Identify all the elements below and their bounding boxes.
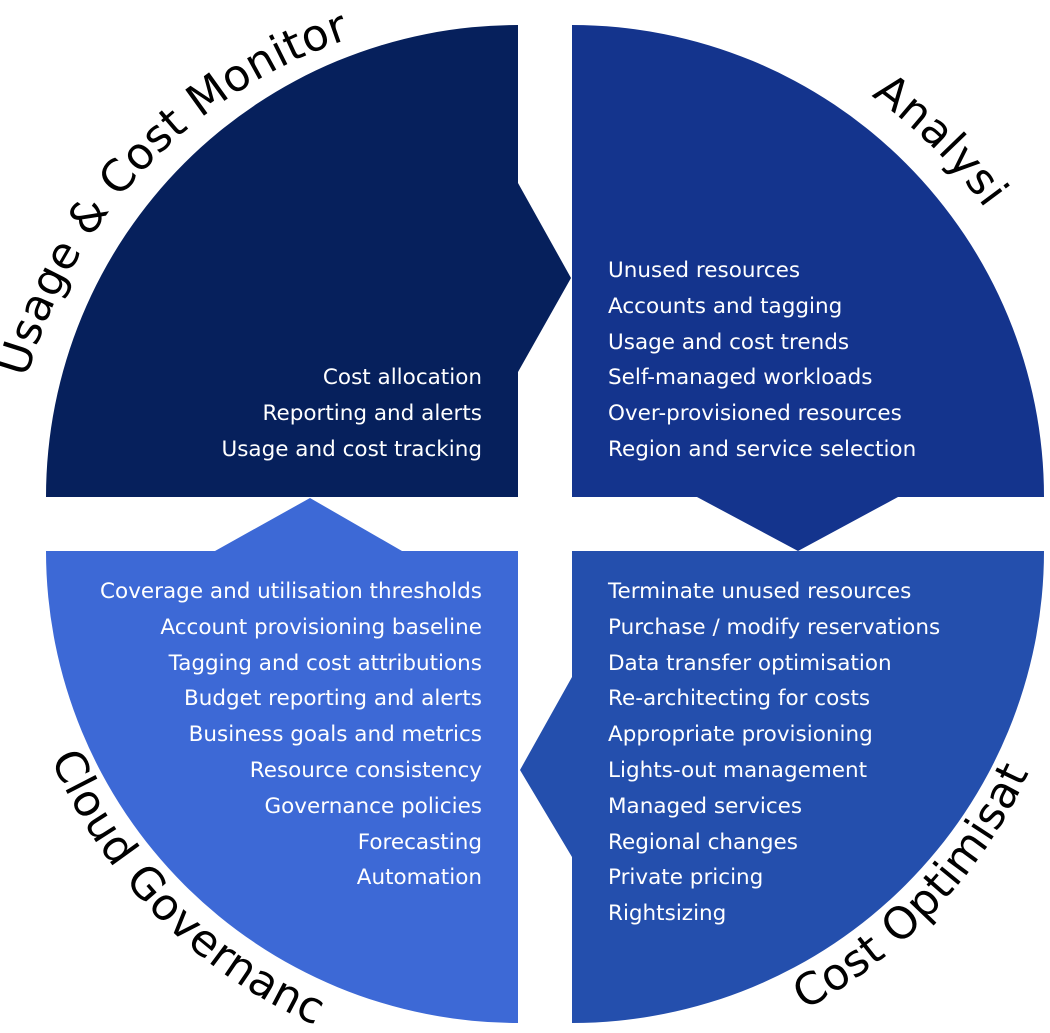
list-item: Regional changes bbox=[608, 829, 798, 855]
cost-optimisation-quadrant bbox=[520, 551, 1044, 1023]
list-item: Reporting and alerts bbox=[262, 400, 482, 426]
list-item: Governance policies bbox=[264, 793, 482, 819]
cloud-governance-items: Coverage and utilisation thresholds Acco… bbox=[100, 574, 482, 896]
list-item: Private pricing bbox=[608, 865, 764, 891]
analysis-quadrant bbox=[572, 25, 1044, 551]
list-item: Data transfer optimisation bbox=[608, 650, 892, 676]
list-item: Forecasting bbox=[357, 829, 482, 855]
analysis-items: Unused resources Accounts and tagging Us… bbox=[608, 253, 916, 468]
list-item: Self-managed workloads bbox=[608, 365, 873, 391]
list-item: Lights-out management bbox=[608, 757, 868, 783]
usage-cost-monitoring-items: Cost allocation Reporting and alerts Usa… bbox=[221, 360, 482, 467]
list-item: Usage and cost trends bbox=[608, 329, 850, 355]
list-item: Unused resources bbox=[608, 258, 801, 283]
list-item: Rightsizing bbox=[608, 901, 727, 927]
list-item: Managed services bbox=[608, 793, 803, 819]
list-item: Budget reporting and alerts bbox=[183, 686, 482, 712]
usage-cost-monitoring-quadrant bbox=[46, 25, 571, 497]
list-item: Terminate unused resources bbox=[608, 579, 912, 604]
cost-optimisation-items: Terminate unused resources Purchase / mo… bbox=[608, 574, 940, 932]
list-item: Over-provisioned resources bbox=[608, 401, 902, 427]
list-item: Coverage and utilisation thresholds bbox=[100, 579, 482, 604]
list-item: Account provisioning baseline bbox=[160, 614, 482, 640]
list-item: Accounts and tagging bbox=[608, 293, 843, 319]
cloud-governance-quadrant bbox=[46, 498, 518, 1023]
list-item: Resource consistency bbox=[249, 757, 482, 783]
list-item: Appropriate provisioning bbox=[608, 722, 873, 748]
list-item: Business goals and metrics bbox=[188, 722, 482, 748]
list-item: Re-architecting for costs bbox=[608, 686, 871, 712]
list-item: Tagging and cost attributions bbox=[168, 650, 482, 676]
list-item: Usage and cost tracking bbox=[221, 436, 482, 462]
list-item: Region and service selection bbox=[608, 436, 917, 462]
list-item: Cost allocation bbox=[322, 365, 482, 390]
list-item: Purchase / modify reservations bbox=[608, 614, 941, 640]
list-item: Automation bbox=[356, 865, 482, 891]
